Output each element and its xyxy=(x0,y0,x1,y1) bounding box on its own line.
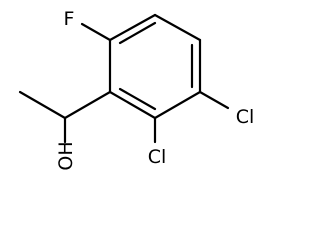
bond-c4-chlorine xyxy=(198,90,230,110)
hydroxyl-label: OH xyxy=(55,141,77,170)
chlorine-label-ring-c5: Cl xyxy=(148,146,167,168)
double-bond-c1-c2 xyxy=(118,21,157,45)
chlorine-label-ring-c4: Cl xyxy=(236,106,255,128)
bond-c4-c5 xyxy=(153,90,202,120)
fluorine-label: F xyxy=(64,8,75,30)
bond-c6-chiral-carbon xyxy=(63,90,112,120)
benzene-ring xyxy=(108,13,202,120)
chemical-structure: F Cl Cl OH xyxy=(18,8,255,171)
bond-c1-c2 xyxy=(108,13,157,42)
bond-c5-c6 xyxy=(108,90,157,120)
double-bond-c5-c6 xyxy=(118,87,157,111)
bond-c2-c3 xyxy=(153,13,202,42)
bond-c1-fluorine xyxy=(80,22,112,42)
bond-chiral-carbon-methyl xyxy=(18,90,67,120)
